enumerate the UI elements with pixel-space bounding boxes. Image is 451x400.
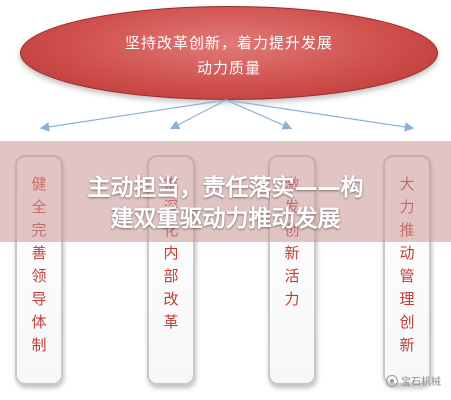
watermark-text: 宝石机械 <box>401 377 441 388</box>
column-char: 领 <box>31 267 47 285</box>
arrow-to-column-1 <box>39 99 227 132</box>
column-char: 新 <box>399 336 415 354</box>
column-char: 管 <box>399 267 415 285</box>
banner-title-line-2: 建双重驱动力推动发展 <box>110 206 341 232</box>
column-char: 理 <box>399 290 415 308</box>
top-goal-line-1: 坚持改革创新，着力提升发展 <box>124 34 333 52</box>
column-char: 力 <box>284 290 300 308</box>
arrow-to-column-3 <box>225 99 293 130</box>
arrow-to-column-2 <box>169 99 227 130</box>
column-char: 内 <box>163 244 179 262</box>
column-char: 改 <box>163 290 179 308</box>
column-char: 革 <box>163 313 179 331</box>
column-char: 导 <box>31 290 47 308</box>
column-char: 创 <box>399 313 415 331</box>
top-goal-line-2: 动力质量 <box>196 59 261 77</box>
column-char: 制 <box>31 336 47 354</box>
arrow-to-column-4 <box>225 99 415 132</box>
watermark: 宝石机械 <box>386 373 441 388</box>
column-char: 体 <box>31 313 47 331</box>
column-char: 动 <box>399 244 415 262</box>
column-char: 活 <box>284 267 300 285</box>
top-goal-node: 坚持改革创新，着力提升发展 动力质量 <box>20 6 438 100</box>
title-banner: 主动担当，责任落实——构 建双重驱动力推动发展 <box>0 141 451 242</box>
banner-title-line-1: 主动担当，责任落实——构 <box>87 175 364 201</box>
wechat-icon <box>386 374 398 387</box>
column-char: 新 <box>284 244 300 262</box>
column-char: 部 <box>163 267 179 285</box>
column-char: 善 <box>31 244 47 262</box>
